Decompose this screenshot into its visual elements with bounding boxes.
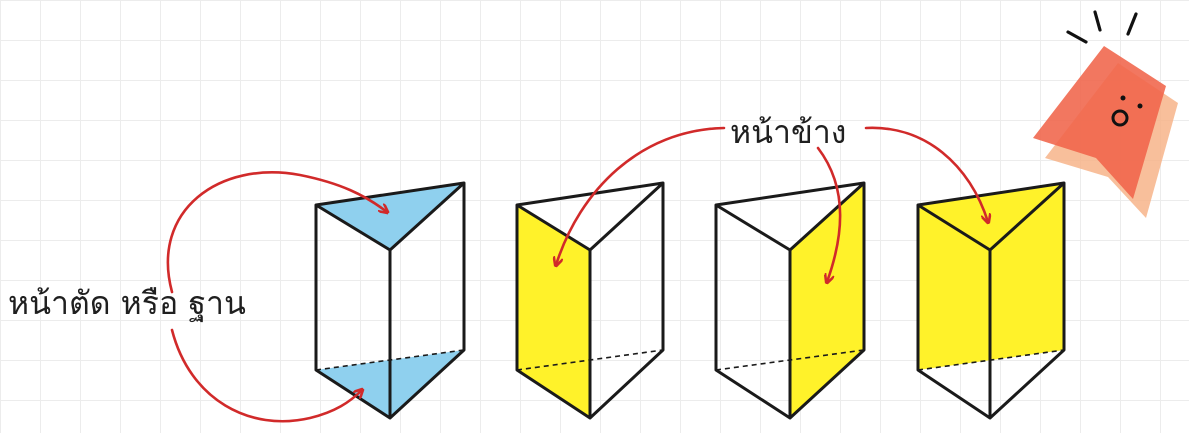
- arrow-to-top-base: [166, 171, 387, 294]
- bases-label: หน้าตัด หรือ ฐาน: [8, 284, 246, 323]
- lateral-faces-label: หน้าข้าง: [730, 113, 846, 151]
- arrow-to-back-face: [864, 126, 988, 222]
- prism-left-face-highlighted: [515, 181, 665, 420]
- prism-back-face-highlighted: [916, 181, 1066, 420]
- prism-right-face-highlighted: [714, 181, 866, 420]
- right-lateral-face: [790, 183, 864, 418]
- left-lateral-face: [517, 205, 590, 418]
- bookmark-sticker-icon: [1033, 10, 1178, 218]
- arrow-to-bottom-base: [170, 328, 362, 423]
- prism-bases-highlighted: [314, 181, 466, 420]
- arrow-to-right-face: [816, 146, 842, 282]
- arrow-to-left-face: [556, 126, 726, 265]
